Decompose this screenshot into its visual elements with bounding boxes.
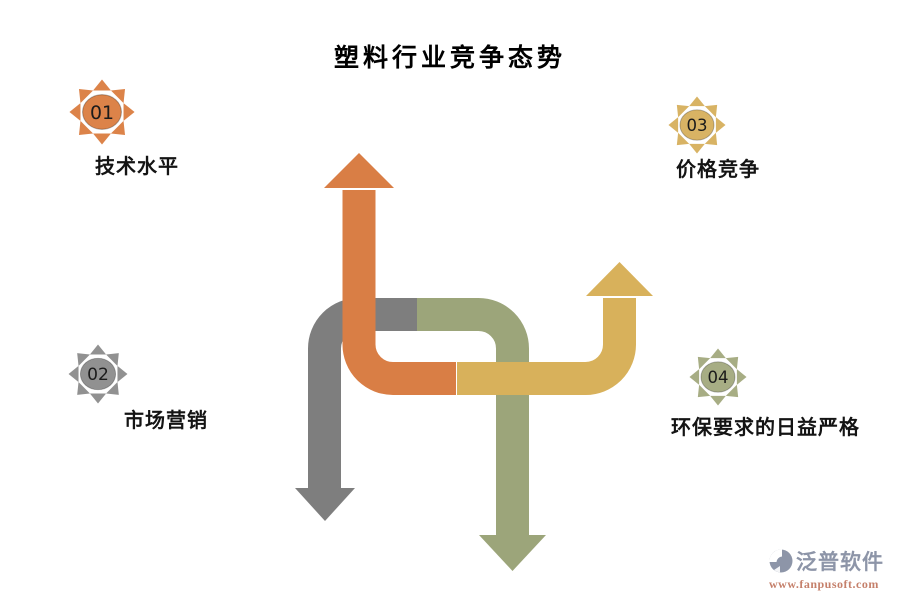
item-label-price: 价格竞争: [676, 159, 760, 181]
sun-badge-01: 01: [69, 79, 135, 145]
sun-badge-02: 02: [68, 344, 128, 404]
watermark-url: www.fanpusoft.com: [769, 577, 879, 591]
item-label-technology: 技术水平: [95, 156, 179, 178]
fanpu-logo-icon: [769, 549, 793, 573]
badge-number: 01: [90, 102, 114, 124]
arrow-green-down-head: [479, 535, 546, 571]
watermark: 泛普软件 www.fanpusoft.com: [769, 546, 884, 592]
badge-number: 03: [686, 116, 707, 135]
sun-circle: [82, 94, 122, 130]
arrow-green-down: [417, 298, 529, 537]
item-label-environment: 环保要求的日益严格: [671, 417, 860, 439]
sun-badge-04: 04: [689, 348, 747, 406]
page-title: 塑料行业竞争态势: [333, 44, 566, 72]
arrow-gold-up: [457, 298, 636, 395]
arrow-gold-up-head: [586, 262, 653, 296]
sun-badge-03: 03: [668, 96, 726, 154]
sun-circle: [79, 357, 117, 391]
arrow-orange-up-head: [324, 153, 394, 188]
badge-number: 04: [707, 368, 728, 387]
arrow-orange-up: [342, 190, 456, 395]
item-label-marketing: 市场营销: [124, 410, 208, 432]
sun-circle: [679, 109, 715, 141]
arrow-gray-down-head: [295, 488, 355, 521]
badge-number: 02: [87, 365, 109, 385]
watermark-brand: 泛普软件: [796, 551, 884, 574]
